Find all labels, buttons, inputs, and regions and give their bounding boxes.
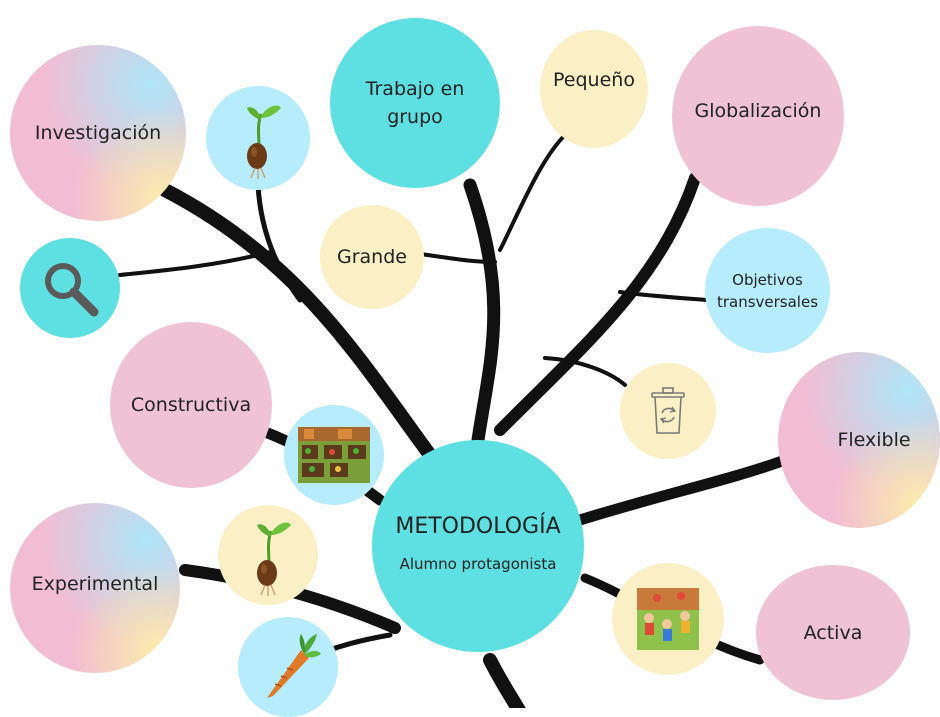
- node-experimental: Experimental: [10, 503, 180, 673]
- children-circle: [612, 563, 724, 675]
- label-grande: Grande: [337, 246, 407, 268]
- label-objetivos-line1: Objetivos: [732, 270, 803, 289]
- node-flexible: Flexible: [778, 352, 940, 528]
- label-trabajo-line2: grupo: [387, 106, 443, 128]
- sprout-circle-top: [206, 86, 310, 190]
- carrot-circle: [238, 617, 338, 717]
- recycle-circle: [620, 363, 716, 459]
- branch-investigacion: [158, 183, 437, 462]
- label-experimental: Experimental: [31, 573, 159, 595]
- center-subtitle: Alumno protagonista: [399, 554, 557, 573]
- label-activa: Activa: [803, 621, 863, 644]
- branch-globalizacion: [494, 172, 701, 436]
- branch-bottom: [483, 653, 526, 708]
- branch-grande: [418, 252, 497, 264]
- branch-recycle: [543, 356, 627, 387]
- carrot-icon: [267, 634, 321, 698]
- magnifier-circle: [20, 238, 120, 338]
- recycle-bin-icon: [651, 387, 685, 434]
- branch-trabajo: [463, 178, 501, 447]
- magnifier-icon: [45, 263, 99, 317]
- node-pequeno: Pequeño: [540, 30, 648, 148]
- garden-circle: [284, 405, 384, 505]
- label-flexible: Flexible: [837, 429, 911, 451]
- node-objetivos-transversales: Objetivos transversales: [705, 228, 830, 353]
- branch-objetivos: [618, 290, 710, 302]
- children-playing-icon: [637, 588, 699, 650]
- sprout-circle-bottom: [218, 505, 318, 605]
- sprout-icon: [247, 105, 281, 179]
- node-metodologia: METODOLOGÍA Alumno protagonista: [372, 440, 584, 652]
- label-globalizacion: Globalización: [694, 100, 822, 122]
- node-activa: Activa: [756, 565, 910, 700]
- sprout-icon-2: [257, 522, 291, 596]
- branch-magnifier: [118, 250, 272, 277]
- node-investigacion: Investigación: [10, 45, 186, 221]
- branch-pequeno: [498, 133, 567, 252]
- label-objetivos-line2: transversales: [716, 292, 819, 311]
- branch-sprout-top: [255, 182, 303, 303]
- label-trabajo-line1: Trabajo en: [365, 78, 465, 100]
- center-title: METODOLOGÍA: [395, 513, 561, 539]
- node-constructiva: Constructiva: [110, 322, 272, 488]
- label-pequeno: Pequeño: [553, 69, 635, 91]
- node-trabajo-en-grupo: Trabajo en grupo: [330, 18, 500, 188]
- node-grande: Grande: [320, 205, 424, 309]
- label-investigacion: Investigación: [34, 122, 162, 144]
- label-constructiva: Constructiva: [130, 394, 252, 416]
- branch-flexible: [574, 454, 791, 526]
- node-globalizacion: Globalización: [672, 26, 844, 206]
- garden-icon: [298, 427, 370, 483]
